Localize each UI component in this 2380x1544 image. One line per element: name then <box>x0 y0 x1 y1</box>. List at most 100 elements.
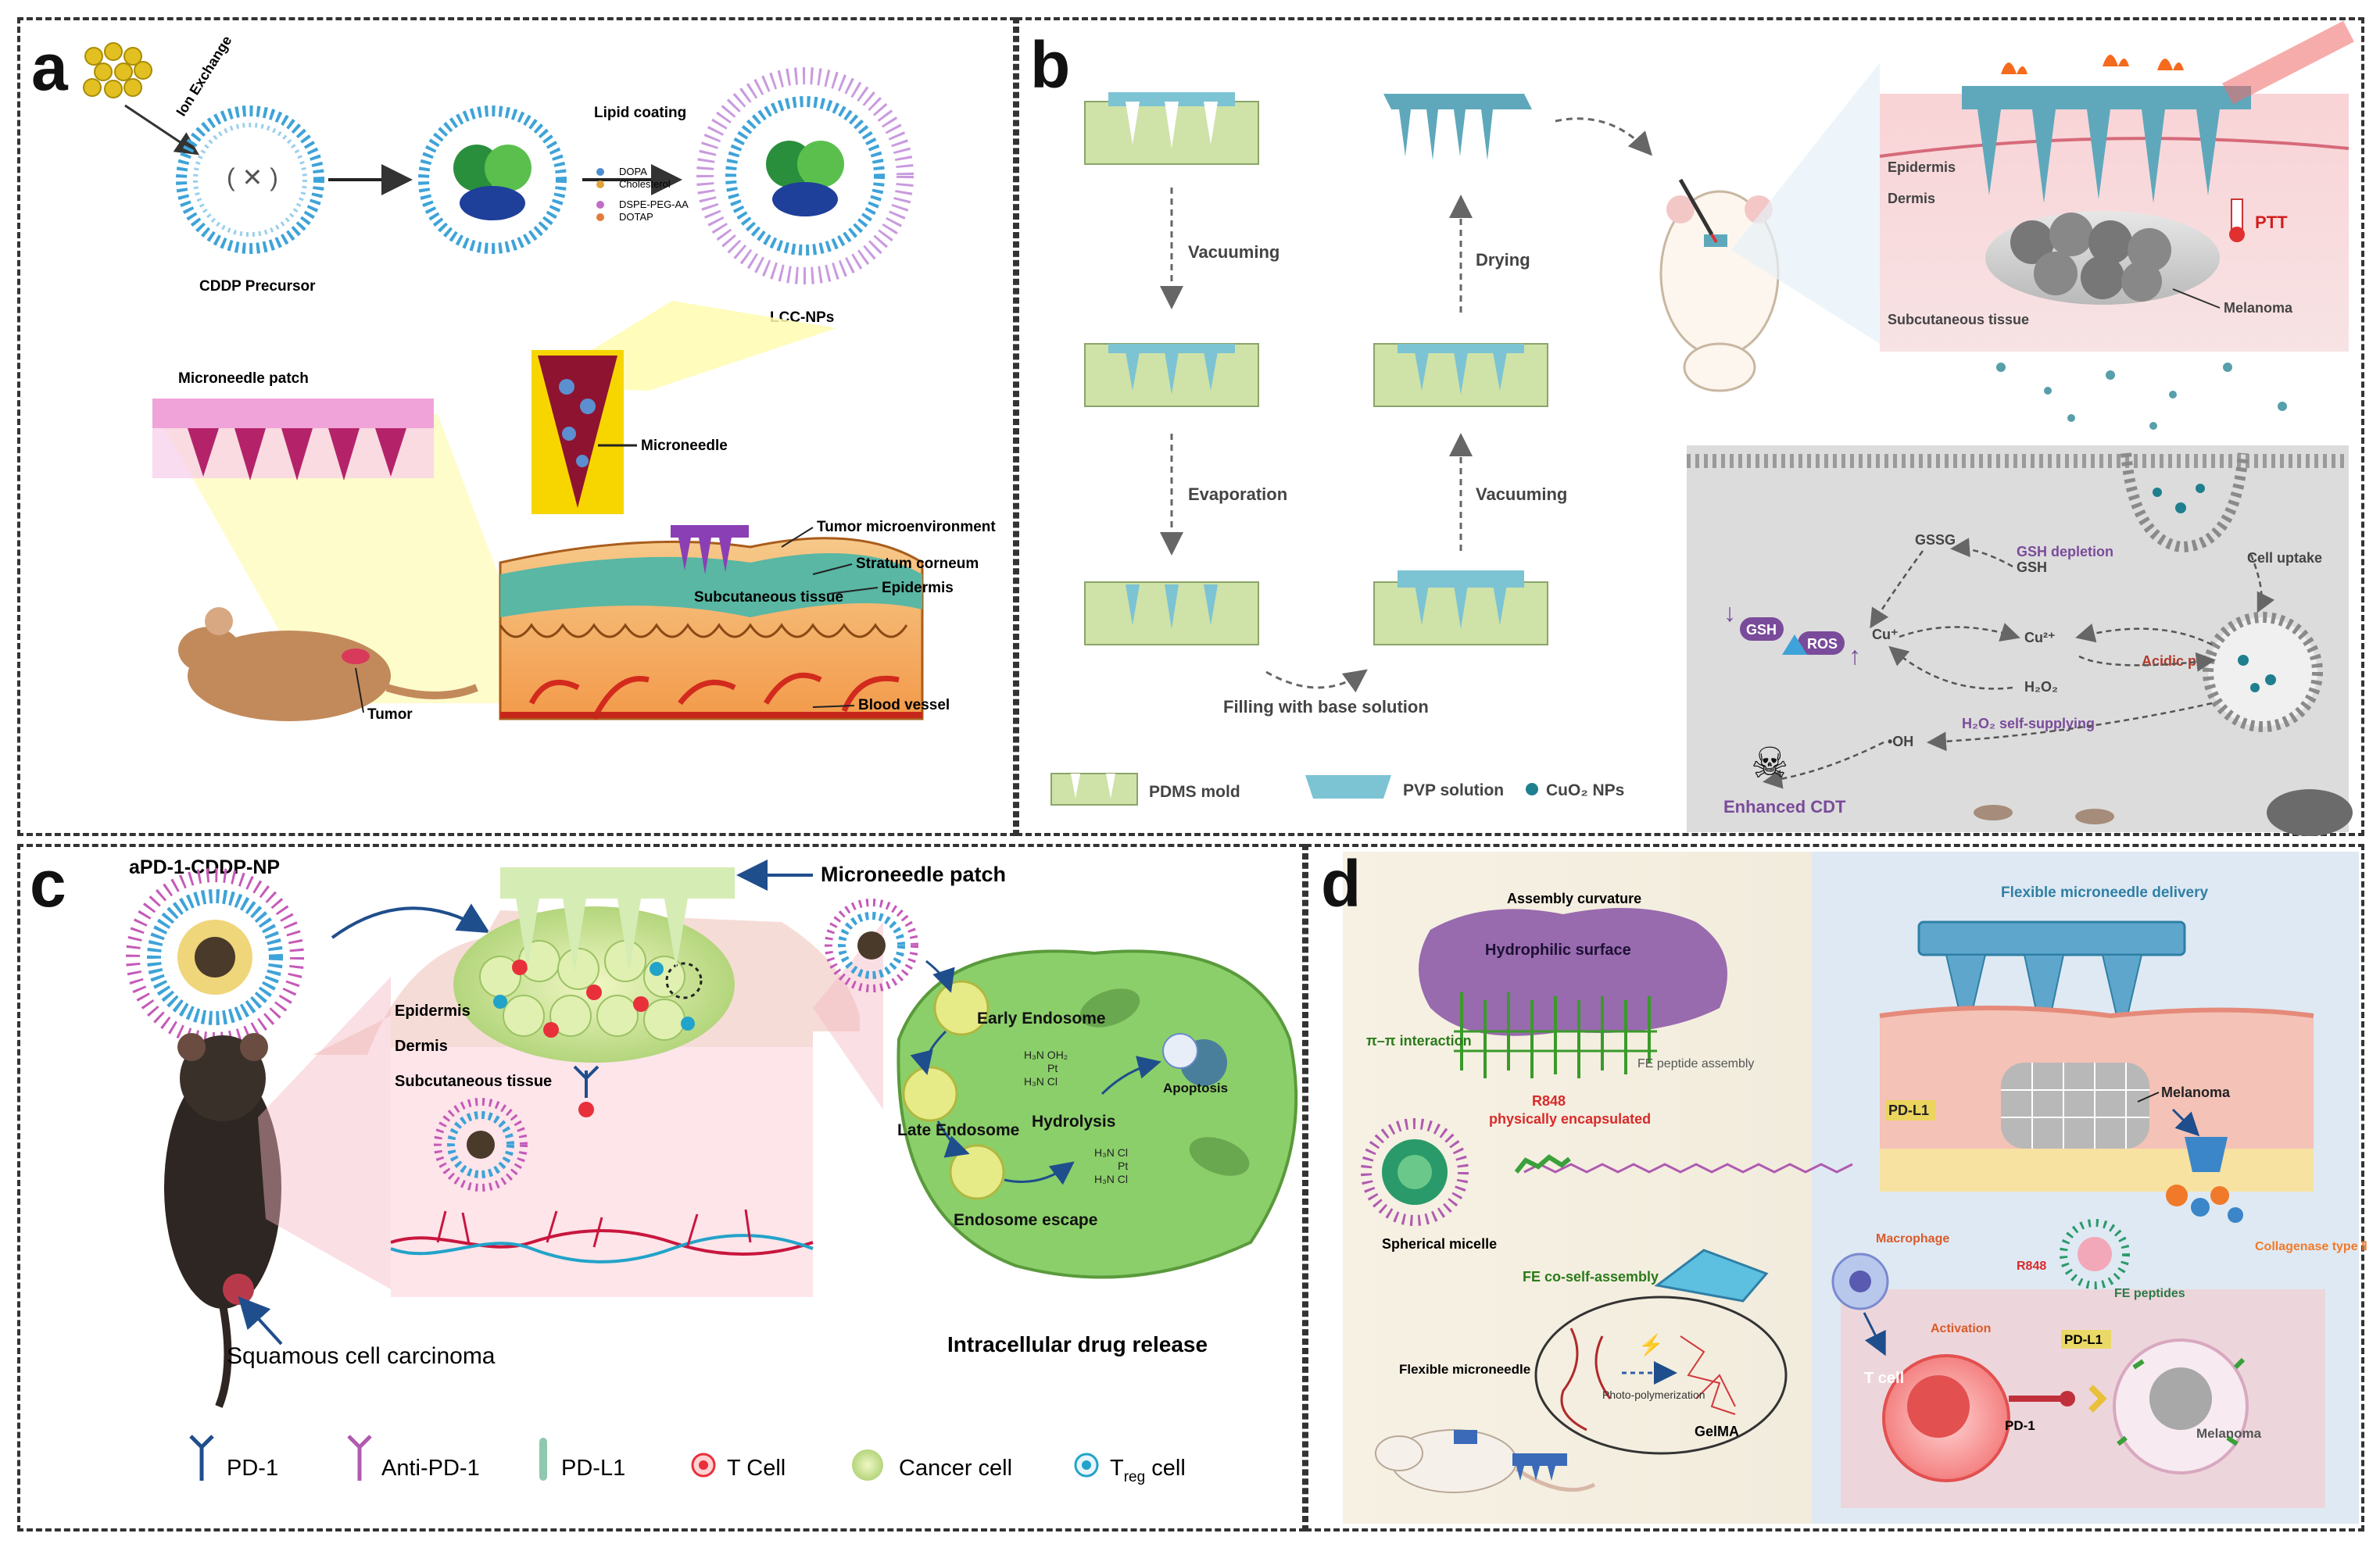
c-hydrolysis: Hydrolysis <box>1032 1113 1115 1131</box>
drying-label: Drying <box>1476 250 1530 270</box>
mold-step-1 <box>1084 92 1259 165</box>
d-melanoma-2: Melanoma <box>2196 1426 2262 1441</box>
vacuuming-2-label: Vacuuming <box>1476 484 1567 504</box>
d-hydrophilic-surface: Hydrophilic surface <box>1485 942 1631 959</box>
panel-d: d Assembly curvature Hydrophilic surface… <box>1321 847 2367 1524</box>
panel-d-letter: d <box>1321 847 1361 920</box>
intracellular-labels: Early Endosome Late Endosome Hydrolysis … <box>897 1010 1228 1229</box>
gelma-ellipse <box>1534 1296 1788 1455</box>
stratum-corneum-label: Stratum corneum <box>856 556 979 572</box>
zoom-beam-lower <box>156 414 547 703</box>
tumor-pointer <box>355 667 364 713</box>
vessel-pointer <box>812 705 855 708</box>
b-acidic-ph: Acidic pH <box>2142 653 2206 669</box>
d-flexible-microneedle: Flexible microneedle <box>1399 1362 1530 1377</box>
c-legend-pd1: PD-1 <box>227 1456 278 1481</box>
svg-text:H₃N Cl: H₃N Cl <box>1094 1173 1128 1185</box>
microneedle-patch-label: Microneedle patch <box>178 370 309 387</box>
c-subcutaneous: Subcutaneous tissue <box>395 1073 552 1090</box>
panel-c-legend: PD-1 Anti-PD-1 PD-L1 T Cell Cancer cell … <box>189 1435 1186 1485</box>
small-particle-c <box>434 1098 528 1192</box>
peptide-chain-green <box>1514 1154 1571 1174</box>
skin-cross-section <box>499 525 924 720</box>
d-melanoma-pointer <box>2137 1092 2160 1103</box>
d-r848-2: R848 <box>2017 1260 2046 1273</box>
activation-arrow <box>1863 1312 1886 1356</box>
zoom-beam-c <box>258 977 391 1289</box>
panel-c-frame <box>17 844 1305 1531</box>
zoom-beam-b <box>1731 63 1880 344</box>
d-macrophage: Macrophage <box>1876 1232 1949 1246</box>
peptide-chain <box>1523 1163 1853 1174</box>
b-enhanced-cdt: Enhanced CDT <box>1723 797 1846 817</box>
panel-a: a Ion Exchange ( ✕ ) CDDP Precursor Lipi… <box>31 30 996 723</box>
legend-dopa: DOPA <box>619 166 647 177</box>
evaporation-label: Evaporation <box>1188 484 1287 504</box>
epi-pointer <box>828 587 879 595</box>
skin-section-c <box>313 867 860 1297</box>
legend-pdms: PDMS mold <box>1149 783 1240 801</box>
microneedle-patch <box>152 399 434 481</box>
mold-step-5 <box>1373 343 1548 407</box>
lipid-legend: DOPA Cholesterol DSPE-PEG-AA DOTAP <box>596 166 689 223</box>
b-gsh-depletion: GSH depletion <box>2017 544 2113 559</box>
hydrophilic-surface-shape <box>1419 908 1727 1036</box>
arrow-b6 <box>1265 669 1368 693</box>
cddp-precursor-label: CDDP Precursor <box>199 278 316 295</box>
b-oh: •OH <box>1888 734 1913 749</box>
b-arrow-down-icon: ↓ <box>1723 599 1736 627</box>
d-melanoma: Melanoma <box>2161 1085 2231 1100</box>
svg-text:Pt: Pt <box>1047 1062 1058 1074</box>
t-cell <box>1882 1354 2010 1482</box>
vacuuming-1-label: Vacuuming <box>1188 242 1279 262</box>
ion-arrow <box>124 104 199 155</box>
d-pi-pi: π–π interaction <box>1366 1033 1472 1049</box>
macrophage <box>1831 1253 1889 1310</box>
d-gelma: GelMA <box>1695 1424 1739 1439</box>
d-collagenase: Collagenase type Ⅱ <box>2255 1240 2367 1253</box>
apd1-nanoparticle <box>126 868 304 1046</box>
b-cu-2plus: Cu²⁺ <box>2024 630 2056 645</box>
mouse-d <box>1375 1429 1596 1493</box>
intracellular-cell <box>825 899 1298 1279</box>
d-tcell: T cell <box>1864 1370 1904 1387</box>
panel-b-letter: b <box>1030 28 1070 102</box>
collagenase-shape <box>2166 1137 2243 1223</box>
intracellular-arrows <box>910 960 1161 1185</box>
b-h2o2: H₂O₂ <box>2024 679 2058 695</box>
lcc-np-particle <box>696 67 914 284</box>
c-microneedle-patch: Microneedle patch <box>821 863 1006 886</box>
c-epidermis: Epidermis <box>395 1003 471 1020</box>
b-subcutaneous: Subcutaneous tissue <box>1888 312 2029 327</box>
subcutaneous-label: Subcutaneous tissue <box>694 589 843 606</box>
d-assembly-curvature: Assembly curvature <box>1507 891 1641 906</box>
panel-b-legend: PDMS mold PVP solution CuO₂ NPs <box>1050 773 1624 806</box>
legend-pvp: PVP solution <box>1403 781 1504 799</box>
tme-pointer <box>781 527 814 548</box>
collagenase-arrow <box>2171 1108 2200 1137</box>
legend-dotap: DOTAP <box>619 211 653 223</box>
skin-box-b-labels: Epidermis Dermis Subcutaneous tissue Mel… <box>1888 159 2293 327</box>
peptide-assembly <box>1454 992 1657 1078</box>
d-fe-co-self: FE co-self-assembly <box>1523 1269 1659 1285</box>
b-gsh: GSH <box>2017 559 2047 575</box>
d-skin <box>1879 1006 2314 1192</box>
apd1-cddp-label: aPD-1-CDDP-NP <box>129 856 280 878</box>
lipid-coating-label: Lipid coating <box>594 105 686 121</box>
d-pdl1-2: PD-L1 <box>2064 1332 2103 1347</box>
d-right-labels: PD-L1 Melanoma <box>1885 1085 2231 1120</box>
blood-vessel-label: Blood vessel <box>858 697 950 713</box>
mold-step-3 <box>1084 581 1259 645</box>
skull-icon: ☠ <box>1751 740 1788 787</box>
d-pd1: PD-1 <box>2005 1418 2035 1433</box>
d-spherical-micelle: Spherical micelle <box>1382 1236 1497 1252</box>
fe-peptide-micelle <box>2060 1219 2130 1289</box>
single-microneedle <box>531 350 624 514</box>
c-legend-anti-pd1: Anti-PD-1 <box>381 1456 480 1481</box>
melanoma-cell-d <box>2113 1338 2249 1474</box>
b-melanoma-pointer <box>2172 288 2221 309</box>
microneedle-label: Microneedle <box>641 438 728 454</box>
c-dermis: Dermis <box>395 1038 448 1055</box>
c-endosome-escape: Endosome escape <box>954 1211 1097 1229</box>
legend-cholesterol: Cholesterol <box>619 178 671 190</box>
